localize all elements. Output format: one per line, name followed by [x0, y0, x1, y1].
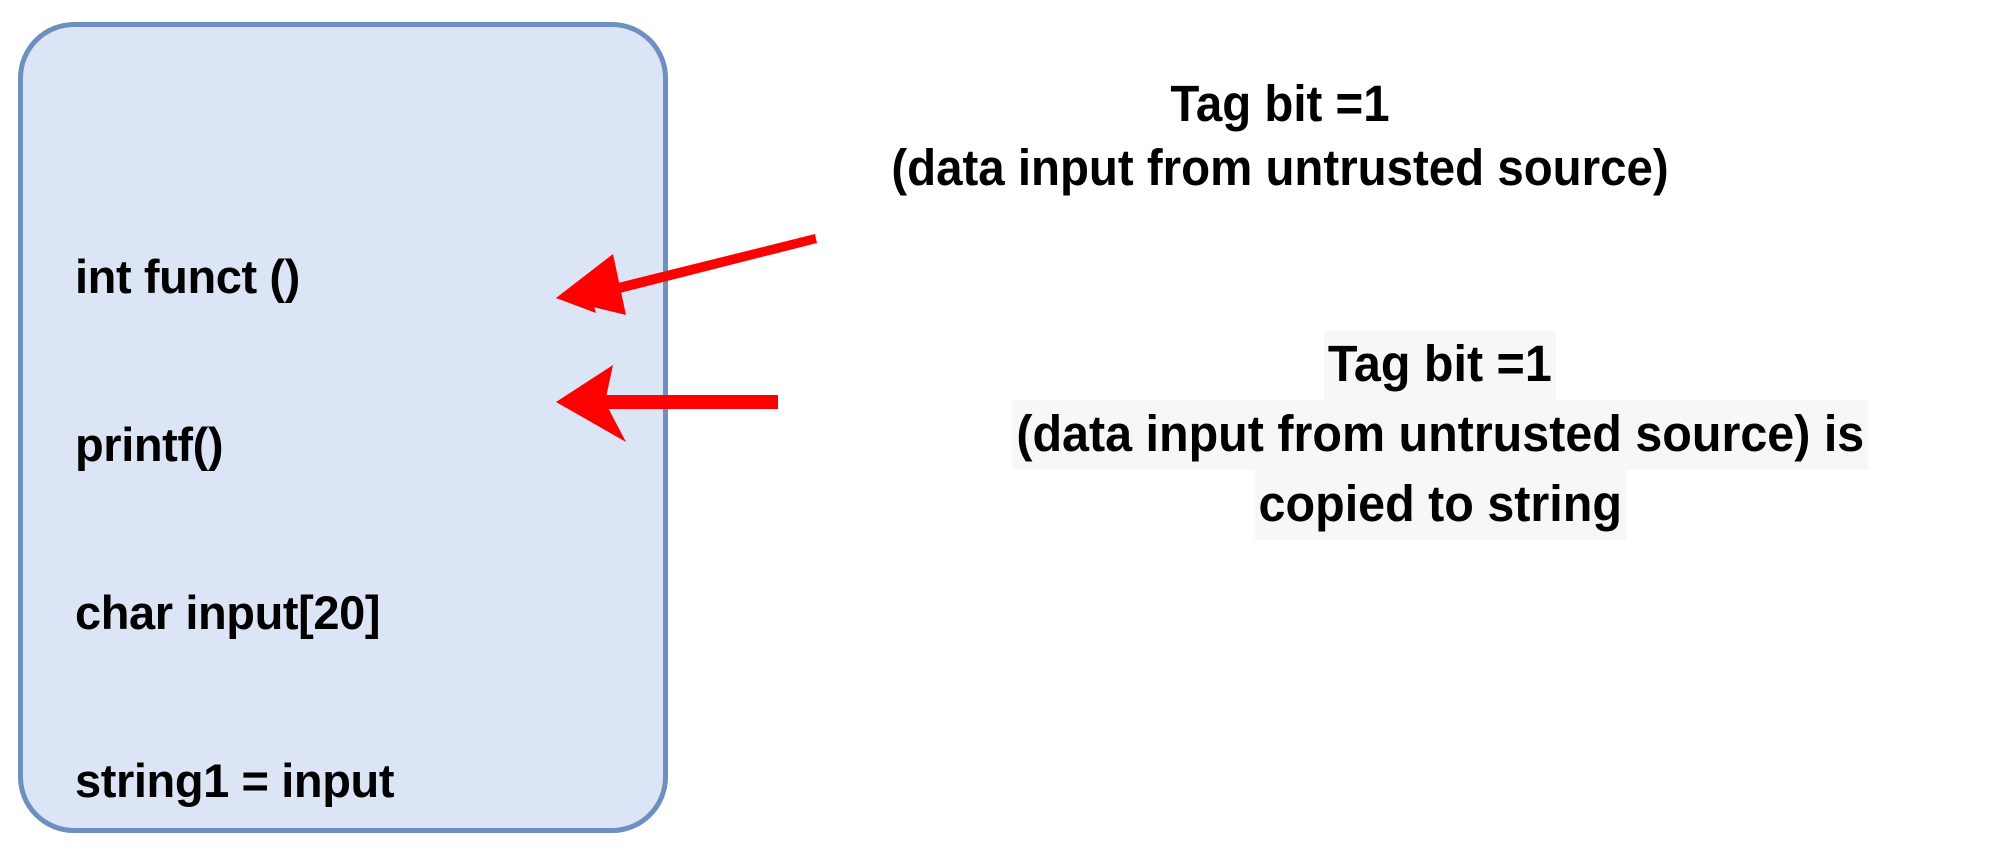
annotation-2-line-2-wrap: (data input from untrusted source) is	[790, 400, 2003, 470]
annotation-2-line-3-wrap: copied to string	[790, 470, 2003, 540]
code-line-string1: string1 = input	[75, 754, 395, 807]
code-line-printf: printf()	[75, 418, 224, 471]
annotation-tag-bit-untrusted-source: Tag bit =1 (data input from untrusted so…	[840, 72, 1720, 200]
annotation-1-line-1: Tag bit =1	[1170, 75, 1390, 132]
annotation-2-line-1: Tag bit =1	[1324, 330, 1556, 400]
annotation-2-line-2: (data input from untrusted source) is	[1012, 400, 1868, 470]
function-code-box: int funct () printf() char input[20] str…	[18, 22, 668, 833]
code-listing: int funct () printf() char input[20] str…	[75, 137, 635, 862]
code-line-char-input: char input[20]	[75, 586, 381, 639]
code-line-int-funct: int funct ()	[75, 250, 300, 303]
annotation-2-line-3: copied to string	[1254, 470, 1626, 540]
annotation-1-line-2: (data input from untrusted source)	[891, 139, 1669, 196]
annotation-2-line-1-wrap: Tag bit =1	[790, 330, 2003, 400]
annotation-tag-bit-copied-to-string: Tag bit =1 (data input from untrusted so…	[790, 330, 2003, 540]
